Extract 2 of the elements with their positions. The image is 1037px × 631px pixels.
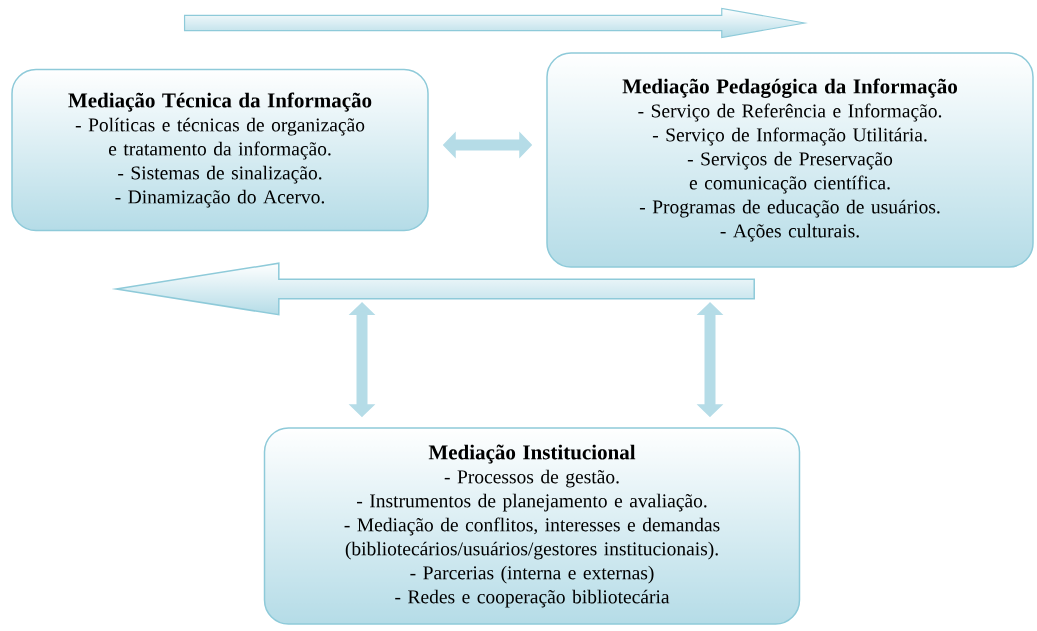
text-box: Mediação Institucional - Processos de gestão. - Instrumentos de planejamento e avaliação. - Mediação de conflitos, interesses e demandas (bibliotecários/usuários/gestores institucionais). - Parcerias (interna e externas) - Redes e cooperação bibliotecária [263,427,801,625]
text-box: Mediação Técnica da Informação - Políticas e técnicas de organização e tratamento da informação. - Sistemas de sinalização. - Dinamização do Acervo. [11,68,429,232]
